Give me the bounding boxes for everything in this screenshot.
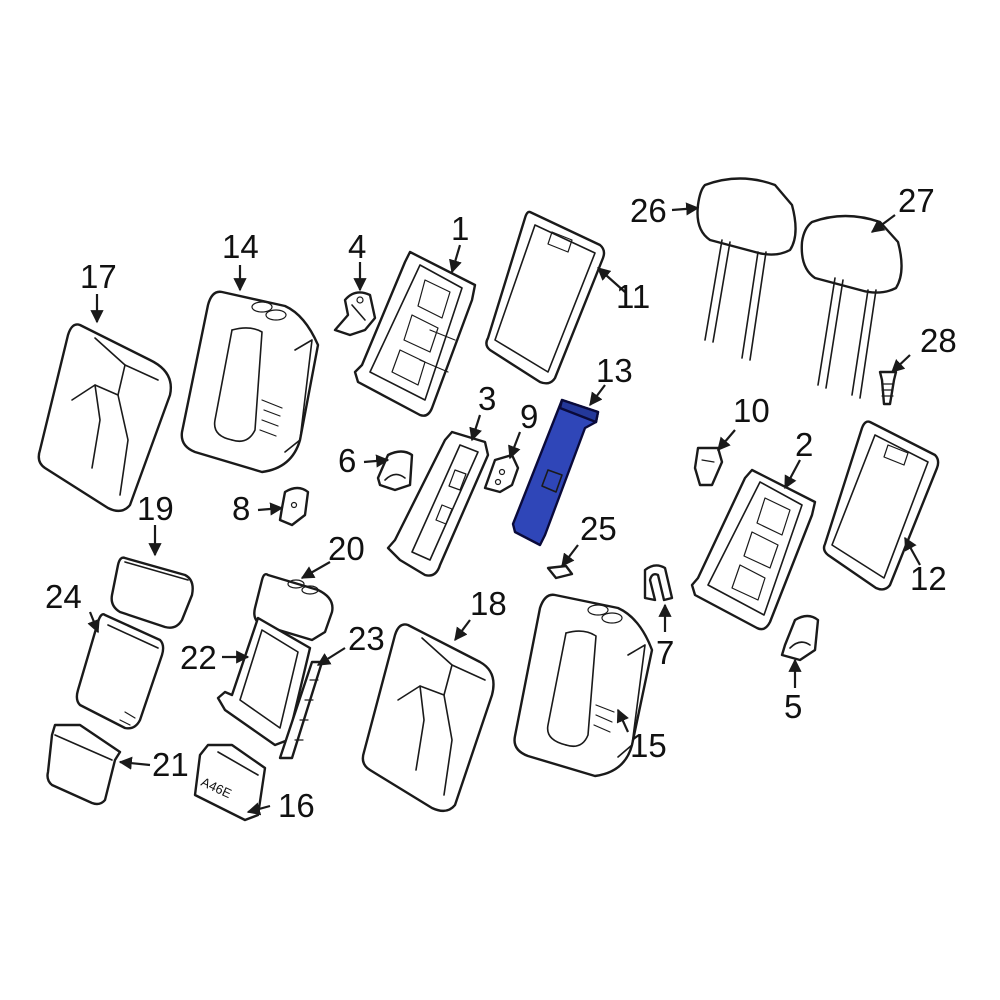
part-26-headrest [696,177,797,361]
callout-2: 2 [795,426,813,463]
callout-16: 16 [278,787,315,824]
part-24-armrest [75,613,165,730]
part-25-clip [546,564,574,580]
callout-21: 21 [152,746,189,783]
part-7-clip [643,564,674,602]
callout-25: 25 [580,510,617,547]
callout-7: 7 [656,634,674,671]
callout-28: 28 [920,322,957,359]
part-3-frame-bracket [386,430,490,577]
part-5-cover [780,614,820,662]
part-10-clip [693,446,724,487]
callout-15: 15 [630,727,667,764]
callout-6: 6 [338,442,356,479]
part-18-seat-cushion [361,623,495,813]
callout-1: 1 [451,210,469,247]
part-15-seatback-assembly [513,593,654,778]
part-4-hinge-bracket [333,291,377,337]
part-16-armrest-bracket: A46E [193,743,267,822]
part-27-headrest [800,214,903,399]
callout-4: 4 [348,228,366,265]
callout-22: 22 [180,639,217,676]
callout-12: 12 [910,560,947,597]
part-13-highlighted-panel [511,398,600,547]
part-17-seatback-cushion [37,323,172,513]
callout-10: 10 [733,392,770,429]
part-8-bracket [278,486,310,527]
callout-26: 26 [630,192,667,229]
part-6-cover [376,450,414,492]
part-2-seatback-frame [690,468,817,631]
part-14-seatback-assembly [180,290,320,474]
callout-17: 17 [80,258,117,295]
part-22-armrest-frame [216,616,312,747]
callout-8: 8 [232,490,250,527]
part-11-backrest-panel [485,210,606,385]
callout-23: 23 [348,620,385,657]
leader-lines [87,202,921,816]
part-9-bracket [483,453,520,494]
callout-24: 24 [45,578,82,615]
callout-13: 13 [596,352,633,389]
callout-11: 11 [616,278,650,315]
callout-3: 3 [478,380,496,417]
part-19-armrest-cover [110,556,194,629]
callout-5: 5 [784,688,802,725]
callout-27: 27 [898,182,935,219]
part-21-cupholder-bracket [46,723,122,806]
callout-14: 14 [222,228,259,265]
callout-labels: 1 2 3 4 5 6 7 8 9 10 11 12 13 14 15 16 1… [45,182,957,824]
callout-20: 20 [328,530,365,567]
callout-9: 9 [520,398,538,435]
callout-19: 19 [137,490,174,527]
part-12-backrest-panel [822,420,940,591]
part-1-seatback-frame [353,250,477,417]
callout-18: 18 [470,585,507,622]
part-28-guide-sleeve [878,370,898,406]
